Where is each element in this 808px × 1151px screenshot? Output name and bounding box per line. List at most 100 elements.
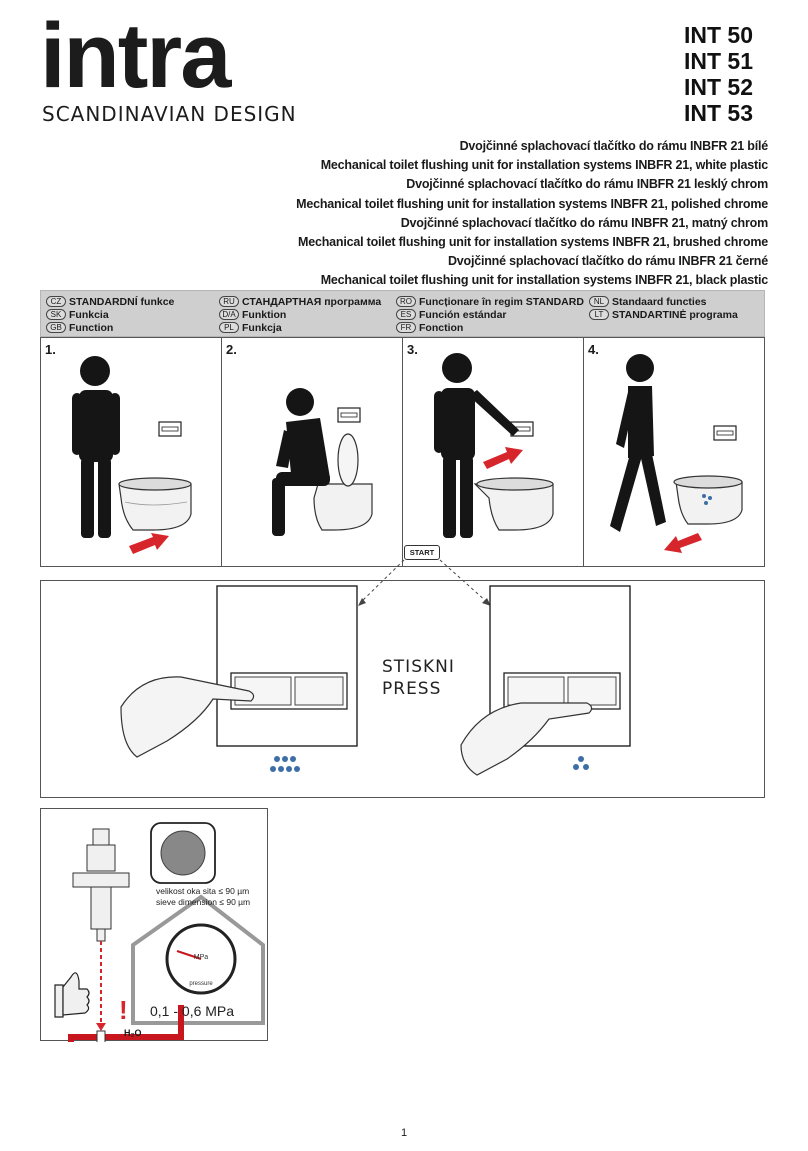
step-panel-2: 2.: [222, 338, 403, 566]
sieve-specification: velikost oka sita ≤ 90 µm sieve dimensio…: [156, 886, 250, 908]
model-int-52: INT 52: [683, 74, 753, 100]
standing-person-icon: [434, 353, 519, 538]
sieve-spec-en: sieve dimension ≤ 90 µm: [156, 897, 251, 907]
press-label-cz: STISKNI: [382, 657, 455, 677]
step-number: 2.: [226, 342, 237, 357]
water-drops-small-icon: [573, 756, 589, 770]
sieve-mesh-icon: [150, 822, 216, 884]
water-supply-illustration: MPa pressure !: [54, 822, 265, 1047]
arrow-right-icon: [129, 533, 169, 554]
product-descriptions: Dvojčinné splachovací tlačítko do rámu I…: [68, 137, 768, 291]
page-number: 1: [400, 1127, 408, 1139]
press-illustration: [120, 585, 631, 776]
press-label-en: PRESS: [382, 679, 442, 699]
step-number: 4.: [588, 342, 599, 357]
description-line: Mechanical toilet flushing unit for inst…: [320, 158, 768, 173]
start-badge: START: [404, 545, 440, 560]
standing-person-icon: [72, 356, 120, 538]
language-code-badge: PL: [219, 322, 239, 333]
language-code-badge: LT: [589, 309, 609, 320]
sieve-spec-cz: velikost oka sita ≤ 90 µm: [156, 886, 250, 896]
pressing-person-illustration: [434, 353, 554, 538]
step-number: 1.: [45, 342, 56, 357]
language-code-badge: NL: [589, 296, 609, 307]
pressure-range: 0,1 - 0,6 MPa: [150, 1003, 235, 1019]
water-drops-large-icon: [270, 756, 300, 772]
toilet-icon: [473, 477, 554, 531]
legend-label: Funktion: [242, 308, 287, 321]
legend-label: Funkcja: [242, 321, 282, 334]
toilet-icon: [118, 477, 192, 531]
walking-person-icon: [610, 354, 666, 532]
language-code-badge: FR: [396, 322, 416, 333]
model-int-53: INT 53: [683, 100, 753, 126]
language-code-badge: RO: [396, 296, 416, 307]
legend-label: Fonction: [419, 321, 464, 334]
language-code-badge: CZ: [46, 296, 66, 307]
arrow-down-left-icon: [664, 533, 702, 553]
walking-person-illustration: [610, 354, 743, 553]
language-code-badge: SK: [46, 309, 66, 320]
h2o-label: H₂O: [124, 1028, 142, 1038]
seated-person-illustration: [272, 388, 373, 536]
description-line: Mechanical toilet flushing unit for inst…: [296, 196, 768, 211]
model-list: INT 50 INT 51 INT 52 INT 53: [684, 22, 753, 126]
legend-label: Función estándar: [419, 308, 507, 321]
description-line: Dvojčinné splachovací tlačítko do rámu I…: [406, 177, 768, 192]
start-connector-arrows: [358, 559, 491, 606]
description-line: Dvojčinné splachovací tlačítko do rámu I…: [447, 254, 768, 269]
pressure-gauge-icon: [165, 923, 237, 995]
step-panel-4: 4.: [584, 338, 764, 566]
press-instruction-panel: [40, 580, 765, 798]
model-int-50: INT 50: [683, 22, 753, 48]
house-outline-icon: [131, 894, 265, 1025]
language-code-badge: RU: [219, 296, 239, 307]
press-label: STISKNI PRESS: [382, 656, 455, 700]
gauge-caption: pressure: [189, 981, 213, 987]
seated-person-icon: [272, 388, 330, 536]
legend-label: STANDARTINĖ programa: [612, 308, 738, 321]
model-int-51: INT 51: [683, 48, 753, 74]
hand-pressing-icon: [460, 702, 593, 776]
brand-tagline: SCANDINAVIAN DESIGN: [42, 102, 297, 126]
water-drops-icon: [702, 494, 712, 505]
brand-logo: intra: [40, 5, 231, 107]
filter-valve-icon: [72, 828, 130, 942]
step-number: 3.: [407, 342, 418, 357]
description-line: Mechanical toilet flushing unit for inst…: [298, 235, 768, 250]
flush-plate-large-icon: [489, 585, 631, 747]
arrow-up-right-icon: [483, 447, 523, 469]
standing-person-illustration: [72, 356, 192, 554]
legend-label: Function: [69, 321, 114, 334]
flush-plate-icon: [158, 421, 182, 437]
description-line: Mechanical toilet flushing unit for inst…: [320, 273, 768, 288]
warning-mark: !: [119, 995, 128, 1025]
language-code-badge: ES: [396, 309, 416, 320]
toilet-icon: [313, 433, 373, 531]
legend-label: Funkcia: [69, 308, 109, 321]
flush-plate-icon: [713, 425, 737, 441]
description-line: Dvojčinné splachovací tlačítko do rámu I…: [459, 139, 769, 153]
legend-label: STANDARDNÍ funkce: [69, 295, 175, 308]
toilet-icon: [673, 475, 743, 525]
water-supply-panel: MPa pressure !: [40, 808, 268, 1047]
thumbs-up-icon: [54, 972, 90, 1018]
legend-label: Funcționare în regim STANDARD: [419, 295, 584, 308]
description-line: Dvojčinné splachovací tlačítko do rámu I…: [400, 215, 768, 230]
legend-label: СТАНДАРТНАЯ программа: [242, 295, 382, 308]
step-panel-3: 3.: [403, 338, 584, 566]
language-code-badge: GB: [46, 322, 66, 333]
